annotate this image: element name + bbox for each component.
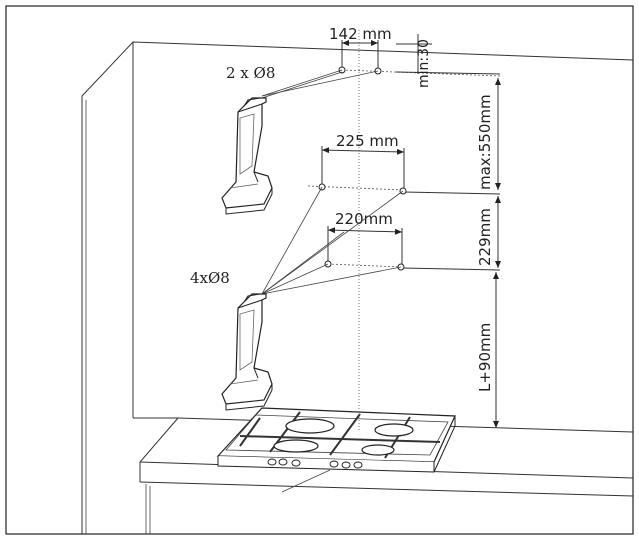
- middle-holes-group: 225 mm: [307, 132, 501, 195]
- drill-icon: [221, 97, 273, 215]
- middle-width-label: 225 mm: [336, 132, 399, 150]
- mid-gap-label: 229mm: [476, 208, 494, 266]
- wall-outline: [81, 41, 634, 534]
- centre-line-extension: [281, 469, 331, 493]
- burner-icon: [361, 444, 395, 456]
- max-height-label: max:550mm: [476, 94, 494, 190]
- height-above-hob-dimension: L+90mm: [476, 272, 499, 428]
- top-holes-label: 2 x Ø8: [226, 64, 275, 82]
- bottom-holes-label: 4xØ8: [190, 269, 230, 287]
- burner-icon: [273, 439, 319, 453]
- burner-icon: [374, 423, 414, 437]
- height-above-hob-label: L+90mm: [476, 323, 494, 392]
- mid-gap-dimension: 229mm: [476, 196, 501, 268]
- top-holes-group: 142 mm min:30 2 x Ø8: [226, 25, 501, 99]
- lower-holes-group: 220mm 4xØ8: [190, 186, 501, 295]
- lower-width-label: 220mm: [335, 210, 393, 228]
- top-gap-label: min:30: [416, 39, 432, 88]
- max-height-dimension: max:550mm: [476, 78, 501, 190]
- top-width-label: 142 mm: [329, 25, 392, 43]
- drill-icon: [221, 293, 273, 411]
- knob-icon: [267, 458, 363, 469]
- burner-icon: [285, 418, 335, 434]
- hob-icon: [216, 407, 456, 473]
- frame-border: [5, 5, 634, 535]
